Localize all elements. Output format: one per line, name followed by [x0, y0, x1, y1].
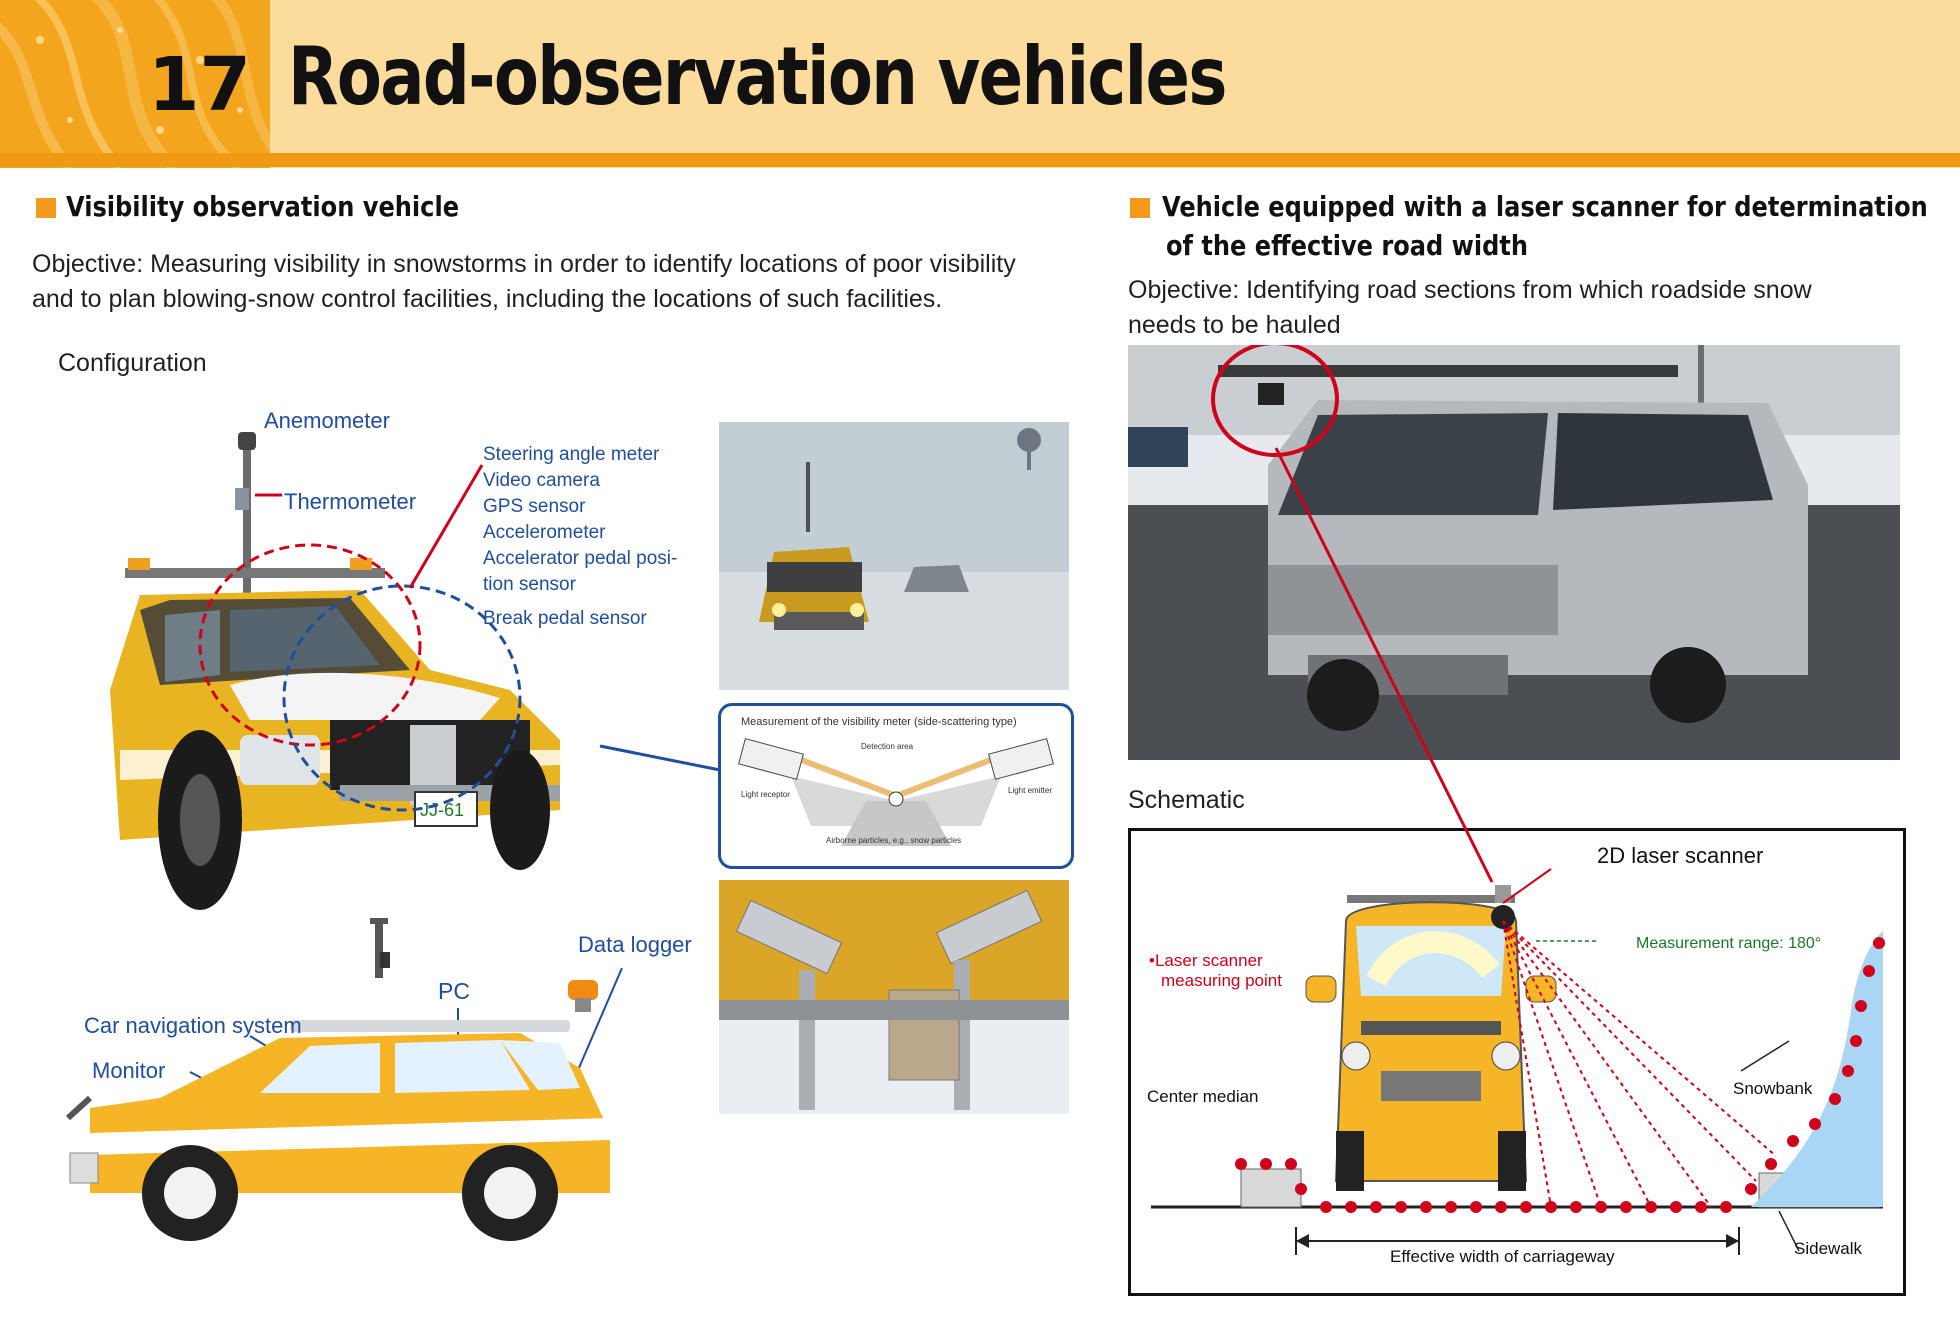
anemometer-label: Anemometer: [264, 408, 390, 433]
pc-label: PC: [438, 978, 470, 1004]
header-band: [0, 0, 1960, 168]
range-label: Measurement range: 180°: [1636, 935, 1822, 952]
section-title-laser-line2: of the effective road width: [1166, 229, 1529, 262]
data-logger-label: Data logger: [578, 932, 692, 957]
wave-pattern-icon: [0, 0, 270, 168]
airborne-particles-label: Airborne particles, e.g., snow particles: [826, 836, 962, 845]
car-navigation-label: Car navigation system: [84, 1013, 302, 1038]
laser-van-photo: [1128, 345, 1900, 760]
detection-area-label: Detection area: [861, 742, 914, 751]
sensor-steering: Steering angle meter: [483, 444, 660, 465]
effective-width-label: Effective width of carriageway: [1390, 1247, 1615, 1266]
light-receptor-label: Light receptor: [741, 790, 790, 799]
sensor-break: Break pedal sensor: [483, 608, 647, 629]
sensor-accelerometer: Accelerometer: [483, 522, 606, 543]
plate-text: JJ-61: [420, 800, 464, 820]
section-marker-icon: [1130, 198, 1150, 218]
sidewalk-label: Sidewalk: [1794, 1239, 1863, 1258]
configuration-label: Configuration: [58, 349, 207, 377]
sensor-list: Steering angle meter Video camera GPS se…: [483, 442, 723, 632]
thermometer-label: Thermometer: [284, 489, 417, 514]
section-marker-icon: [36, 198, 56, 218]
snowstorm-photo: [719, 422, 1069, 690]
left-objective-line2: and to plan blowing-snow control facilit…: [32, 285, 943, 313]
schematic-label: Schematic: [1128, 786, 1245, 814]
left-objective-line1: Objective: Measuring visibility in snows…: [32, 250, 1016, 278]
sensor-closeup-photo: [719, 880, 1069, 1114]
sensor-video: Video camera: [483, 470, 600, 491]
snowbank-label: Snowbank: [1733, 1079, 1813, 1098]
visibility-meter-diagram: Measurement of the visibility meter (sid…: [718, 703, 1074, 869]
center-median-label: Center median: [1147, 1087, 1259, 1106]
right-objective-line2: needs to be hauled: [1128, 311, 1341, 339]
scanner-highlight-circle: [1211, 345, 1339, 457]
sensor-accelerator-2: tion sensor: [483, 574, 576, 595]
section-title-laser-line1: Vehicle equipped with a laser scanner fo…: [1162, 190, 1928, 223]
visibility-vehicle-photo: JJ-61: [80, 420, 620, 940]
section-title-visibility: Visibility observation vehicle: [66, 190, 460, 223]
header-decorative-pattern: [0, 0, 270, 168]
page-title: Road-observation vehicles: [288, 30, 1227, 123]
sensor-accelerator-1: Accelerator pedal posi-: [483, 548, 678, 569]
page-number: 17: [148, 42, 251, 128]
right-objective-line1: Objective: Identifying road sections fro…: [1128, 276, 1812, 304]
measuring-point-label-2: measuring point: [1161, 971, 1282, 990]
visibility-meter-title: Measurement of the visibility meter (sid…: [741, 716, 1017, 728]
measuring-point-label-1: •Laser scanner: [1149, 951, 1263, 970]
laser-schematic-diagram: 2D laser scanner Measurement range: 180°…: [1128, 828, 1906, 1296]
vehicle-side-illustration: [60, 918, 650, 1243]
sensor-gps: GPS sensor: [483, 496, 586, 517]
monitor-label: Monitor: [92, 1058, 166, 1083]
scanner-label: 2D laser scanner: [1597, 843, 1764, 868]
light-emitter-label: Light emitter: [1008, 786, 1053, 795]
header-rule: [0, 153, 1960, 167]
